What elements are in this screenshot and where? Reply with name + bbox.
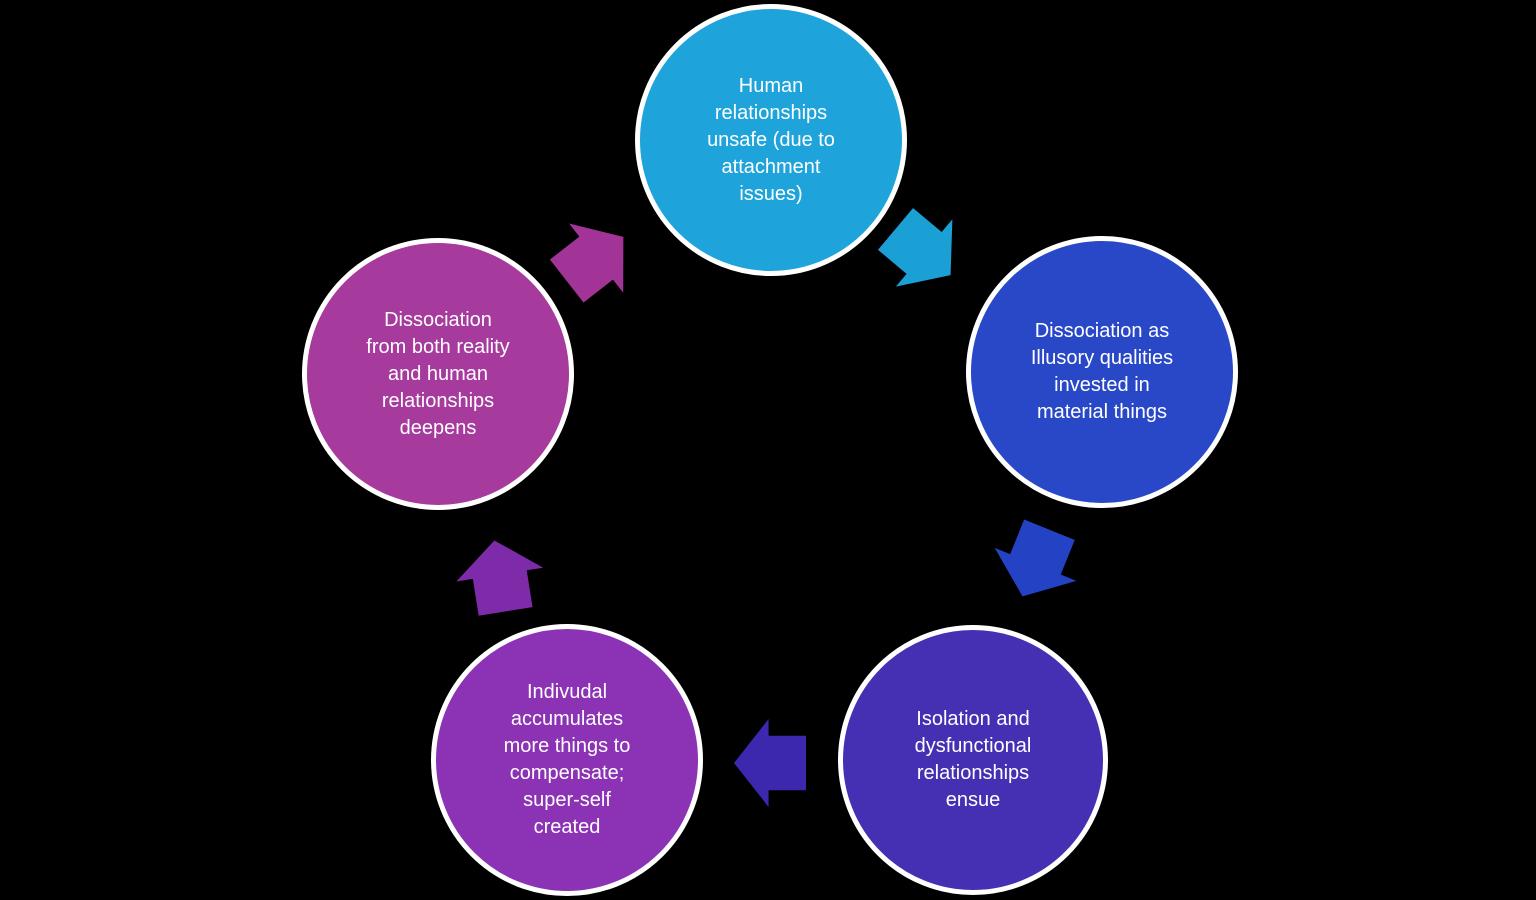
cycle-arrow-left-to-top-icon (540, 202, 651, 316)
cycle-node-top: Human relationships unsafe (due to attac… (635, 4, 907, 276)
cycle-node-top-label: Human relationships unsafe (due to attac… (707, 74, 835, 205)
cycle-node-bottom-left-label: Indivudal accumulates more things to com… (503, 681, 631, 838)
cycle-arrow-right-to-bottom-right-icon (982, 513, 1091, 613)
cycle-node-right-label: Dissociation as Illusory qualities inves… (1030, 320, 1174, 423)
cycle-node-bottom-left: Indivudal accumulates more things to com… (431, 624, 703, 896)
cycle-node-left: Dissociation from both reality and human… (302, 238, 574, 510)
cycle-node-bottom-right: Isolation and dysfunctional relationship… (838, 625, 1108, 895)
cycle-node-left-label: Dissociation from both reality and human… (366, 308, 510, 439)
cycle-node-right: Dissociation as Illusory qualities inves… (966, 236, 1238, 508)
cycle-arrow-bottom-right-to-bottom-left-icon (734, 719, 806, 807)
cycle-node-bottom-right-label: Isolation and dysfunctional relationship… (914, 708, 1032, 811)
cycle-arrow-bottom-left-to-left-icon (451, 534, 549, 619)
